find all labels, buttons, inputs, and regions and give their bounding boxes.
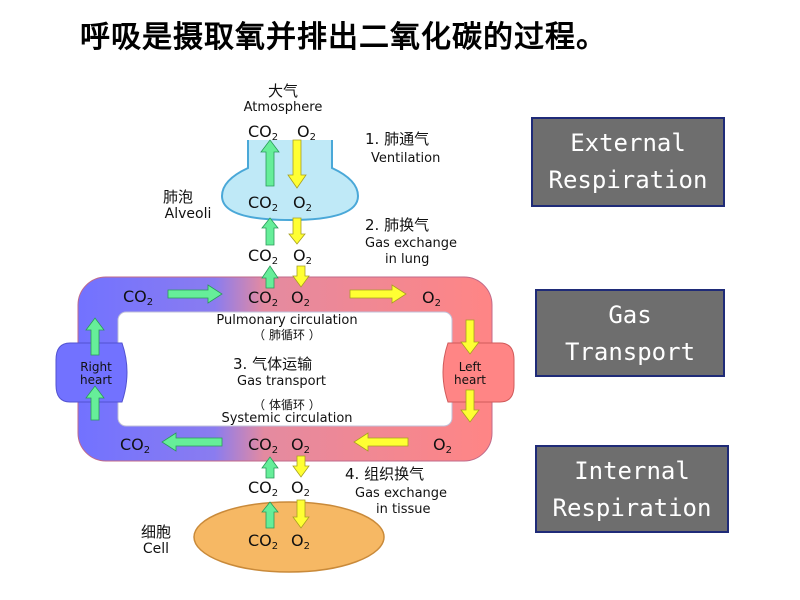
gas-transport-box: Gas Transport xyxy=(535,289,725,377)
down-arrow-icon xyxy=(288,217,306,245)
atmosphere-cn: 大气 xyxy=(268,82,298,100)
transport-line1: Gas xyxy=(608,301,652,329)
left-heart-line2: heart xyxy=(454,373,486,387)
co2-label-atmosphere: CO2 xyxy=(248,122,278,143)
step1-cn: 1. 肺通气 xyxy=(365,130,429,148)
up-arrow-icon xyxy=(261,217,279,246)
co2-label-alveoli: CO2 xyxy=(248,193,278,214)
step2-en1: Gas exchange xyxy=(365,236,457,251)
internal-respiration-box: Internal Respiration xyxy=(535,445,729,533)
step4-cn: 4. 组织换气 xyxy=(345,465,424,483)
o2-arrows-down xyxy=(287,139,480,529)
right-arrow-icon xyxy=(349,284,407,304)
page-title: 呼吸是摄取氧并排出二氧化碳的过程。 xyxy=(80,20,607,55)
down-arrow-icon xyxy=(287,139,307,189)
o2-label-alveoli: O2 xyxy=(293,193,312,214)
systemic-en: Systemic circulation xyxy=(221,411,352,426)
cell-cn: 细胞 xyxy=(141,523,171,541)
up-arrow-icon xyxy=(260,139,280,187)
up-arrow-icon xyxy=(85,385,105,421)
external-respiration-box: External Respiration xyxy=(531,117,725,207)
up-arrow-icon xyxy=(261,501,279,529)
atmosphere-en: Atmosphere xyxy=(244,100,323,115)
co2-label-bottom-mid: CO2 xyxy=(248,435,278,456)
step1-en: Ventilation xyxy=(371,151,440,166)
internal-line2: Respiration xyxy=(552,494,712,522)
pulmonary-cn: （ 肺循环 ） xyxy=(253,328,321,342)
o2-label-cell: O2 xyxy=(291,531,310,552)
co2-arrows-up xyxy=(85,139,280,529)
step4-en1: Gas exchange xyxy=(355,486,447,501)
co2-label-bottom-left: CO2 xyxy=(120,435,150,456)
o2-label-bottom-right: O2 xyxy=(433,435,452,456)
alveoli-shape xyxy=(220,140,360,222)
right-heart-line2: heart xyxy=(80,373,112,387)
o2-label-top-right: O2 xyxy=(422,288,441,309)
o2-label-lung: O2 xyxy=(293,246,312,267)
o2-label-top-mid: O2 xyxy=(291,288,310,309)
down-arrow-icon xyxy=(460,389,480,423)
left-heart xyxy=(442,342,515,403)
pulmonary-en: Pulmonary circulation xyxy=(216,313,357,328)
right-arrow-icon xyxy=(167,284,223,304)
step3-cn: 3. 气体运输 xyxy=(233,355,312,373)
co2-label-top-left: CO2 xyxy=(123,287,153,308)
down-arrow-icon xyxy=(292,265,310,288)
left-arrow-icon xyxy=(161,432,223,452)
step2-cn: 2. 肺换气 xyxy=(365,216,429,234)
down-arrow-icon xyxy=(460,319,480,355)
cell-en: Cell xyxy=(143,541,169,557)
internal-line1: Internal xyxy=(574,457,690,485)
horizontal-arrows xyxy=(161,284,409,452)
co2-label-cell: CO2 xyxy=(248,531,278,552)
down-arrow-icon xyxy=(292,499,310,529)
down-arrow-icon xyxy=(292,455,310,478)
left-heart-line1: Left xyxy=(459,360,482,374)
right-heart-line1: Right xyxy=(80,360,112,374)
external-line2: Respiration xyxy=(548,166,708,194)
step4-en2: in tissue xyxy=(376,502,430,517)
step3-en: Gas transport xyxy=(237,374,326,389)
up-arrow-icon xyxy=(85,317,105,356)
systemic-cn: （ 体循环 ） xyxy=(253,398,321,412)
co2-label-top-mid: CO2 xyxy=(248,288,278,309)
transport-line2: Transport xyxy=(564,338,696,366)
up-arrow-icon xyxy=(261,265,279,289)
alveoli-en: Alveoli xyxy=(165,206,212,222)
alveoli-cn: 肺泡 xyxy=(163,188,193,206)
o2-label-atmosphere: O2 xyxy=(297,122,316,143)
o2-label-tissue: O2 xyxy=(291,478,310,499)
right-heart xyxy=(55,342,128,403)
co2-label-lung: CO2 xyxy=(248,246,278,267)
left-arrow-icon xyxy=(353,432,409,452)
up-arrow-icon xyxy=(261,456,279,479)
external-line1: External xyxy=(570,129,686,157)
o2-label-bottom-mid: O2 xyxy=(291,435,310,456)
co2-label-tissue: CO2 xyxy=(248,478,278,499)
step2-en2: in lung xyxy=(385,252,429,267)
cell-shape xyxy=(193,501,385,573)
